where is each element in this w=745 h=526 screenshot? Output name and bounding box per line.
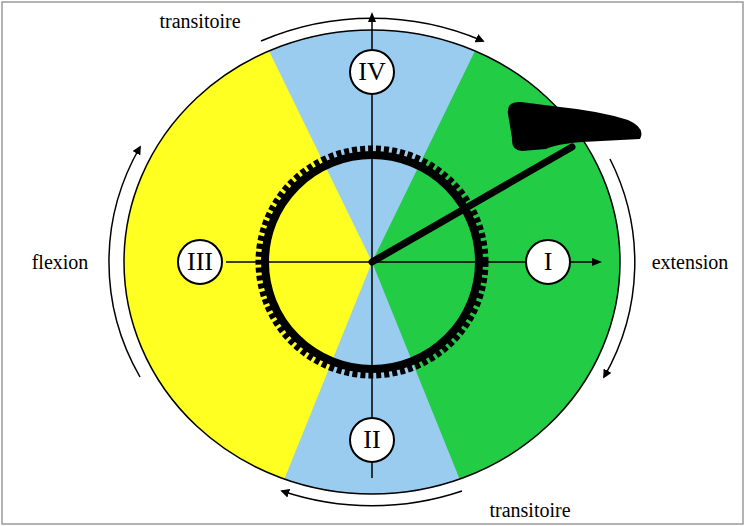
phase-label: transitoire xyxy=(489,499,570,521)
cycling-shoe xyxy=(508,102,642,151)
flexion-sector xyxy=(0,0,372,526)
phase-number-circle: I xyxy=(525,239,571,285)
phase-label: extension xyxy=(652,251,729,273)
rotation-arrow xyxy=(282,491,462,506)
phase-number: II xyxy=(363,427,380,453)
phase-number: III xyxy=(187,249,213,275)
extension-sector xyxy=(372,0,745,526)
rotation-arrow xyxy=(604,159,635,377)
phase-label: transitoire xyxy=(159,10,240,32)
phase-number-circle: II xyxy=(349,417,395,463)
phase-number: I xyxy=(544,249,553,275)
rotation-arrow xyxy=(109,147,140,377)
phase-number-circle: IV xyxy=(349,49,395,95)
phase-number: IV xyxy=(358,59,385,85)
phase-number-circle: III xyxy=(177,239,223,285)
phase-label: flexion xyxy=(32,251,89,273)
rotation-arrow xyxy=(261,18,483,41)
